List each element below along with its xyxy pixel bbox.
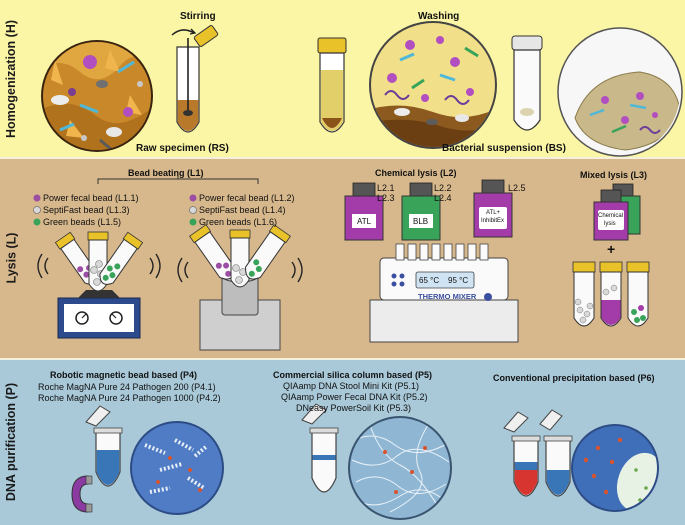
chemical-lysis-flask-line1: Chemical: [598, 213, 624, 219]
code-l2-2: L2.2: [434, 183, 452, 193]
stirring-tube: [171, 25, 219, 133]
p4-item-2: Roche MagNA Pure 24 Pathogen 1000 (P4.2): [38, 393, 221, 403]
left-bead-2: SeptiFast bead (L1.3): [43, 205, 130, 215]
bead-beating-label: Bead beating (L1): [128, 168, 204, 178]
mixed-lysis-flasks: [593, 183, 641, 241]
p4-tube-magnet: [71, 405, 123, 513]
bacterial-suspension-circle: [557, 27, 683, 157]
flask-blb-label: BLB: [413, 217, 429, 226]
mixed-lysis-tubes: [572, 261, 650, 327]
flask-atl: [344, 182, 384, 241]
thermomixer: [369, 243, 519, 343]
temp-left: 65 °C: [419, 276, 440, 285]
p4-circle: [130, 421, 224, 515]
p6-tubes: [503, 409, 573, 497]
mixed-lysis-label: Mixed lysis (L3): [580, 170, 648, 180]
p5-item-3: DNeasy PowerSoil Kit (P5.3): [296, 403, 412, 413]
code-l2-5: L2.5: [508, 183, 526, 193]
p5-circle: [348, 416, 452, 520]
washing-label: Washing: [418, 11, 460, 22]
bacterial-suspension-tube: [511, 35, 543, 131]
p5-column-tube: [301, 403, 339, 493]
chemical-lysis-flask-line2: lysis: [604, 221, 616, 227]
vortex-mixer: [37, 231, 161, 339]
flask-atl-label: ATL: [357, 217, 372, 226]
left-bead-1: Power fecal bead (L1.1): [43, 193, 139, 203]
thermomixer-label: THERMO MIXER: [418, 292, 477, 301]
flask-atl-inhibitex-line2: InhibitEx: [481, 218, 505, 224]
stirring-label: Stirring: [180, 11, 216, 22]
washing-tube: [317, 37, 347, 133]
right-bead-1: Power fecal bead (L1.2): [199, 193, 295, 203]
p4-item-1: Roche MagNA Pure 24 Pathogen 200 (P4.1): [38, 382, 216, 392]
p6-title: Conventional precipitation based (P6): [493, 373, 655, 383]
p5-item-2: QIAamp Power Fecal DNA Kit (P5.2): [281, 392, 428, 402]
flask-atl-inhibitex-line1: ATL+: [486, 210, 501, 216]
p5-item-1: QIAamp DNA Stool Mini Kit (P5.1): [283, 381, 420, 391]
raw-specimen-circle: [41, 40, 153, 152]
bead-beater: [177, 224, 303, 351]
code-l2-4: L2.4: [434, 193, 452, 203]
code-l2-1: L2.1: [377, 183, 395, 193]
washing-circle: [369, 21, 497, 149]
right-bead-2: SeptiFast bead (L1.4): [199, 205, 286, 215]
flask-atl-inhibitex: [473, 179, 513, 238]
bacterial-suspension-label: Bacterial suspension (BS): [442, 143, 566, 154]
p4-title: Robotic magnetic bead based (P4): [50, 370, 198, 380]
p5-title: Commercial silica column based (P5): [273, 370, 433, 380]
raw-specimen-label: Raw specimen (RS): [136, 143, 229, 154]
right-bead-3: Green beads (L1.6): [199, 217, 278, 227]
p6-circle: [571, 424, 659, 512]
code-l2-3: L2.3: [377, 193, 395, 203]
temp-right: 95 °C: [448, 276, 469, 285]
left-bead-3: Green beads (L1.5): [43, 217, 122, 227]
flask-blb: [401, 182, 441, 241]
plus-sign: +: [607, 241, 616, 257]
chemical-lysis-label: Chemical lysis (L2): [375, 168, 457, 178]
